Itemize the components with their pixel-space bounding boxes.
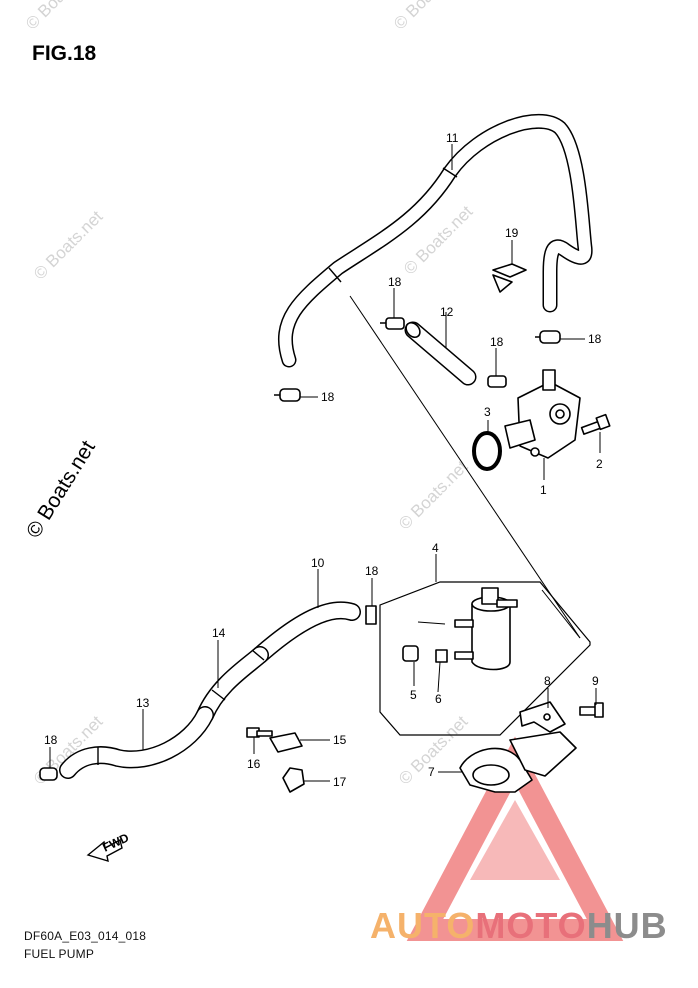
callout-18: 18: [44, 733, 58, 747]
callout-19: 19: [505, 226, 519, 240]
brand-part-auto: AUTO: [370, 905, 476, 946]
clamp-18: [39, 767, 58, 781]
clamp-18: [487, 375, 507, 388]
guide-line: [541, 589, 581, 639]
callout-15: 15: [333, 733, 347, 747]
brand-part-moto: MOTO: [475, 905, 587, 946]
clamp-18: [274, 388, 301, 402]
hose-12: [404, 321, 477, 386]
filter-holder-7: [459, 731, 577, 793]
hose-11: [277, 113, 593, 368]
callout-7: 7: [428, 765, 435, 779]
clip-17: [282, 767, 305, 793]
bolt-9: [579, 702, 604, 718]
callout-11: 11: [446, 131, 459, 145]
clip-15: [269, 732, 303, 753]
fwd-arrow-icon: FWD: [86, 830, 131, 863]
leader-lines: [49, 144, 601, 782]
figure-title: FIG.18: [32, 42, 97, 65]
callout-10: 10: [311, 556, 325, 570]
callout-18: 18: [388, 275, 402, 289]
clamp-18: [365, 605, 377, 625]
callout-6: 6: [435, 692, 442, 706]
figure-code: DF60A_E03_014_018: [24, 929, 147, 943]
fuel-pump-1: [504, 369, 581, 459]
bolt-2: [580, 413, 611, 435]
callout-1: 1: [540, 483, 547, 497]
clip-6: [435, 649, 448, 663]
bolt-16: [246, 727, 273, 738]
callout-12: 12: [440, 305, 454, 319]
callout-13: 13: [136, 696, 150, 710]
callout-9: 9: [592, 674, 599, 688]
bracket-8: [519, 701, 566, 733]
guide-line: [349, 295, 581, 639]
callout-14: 14: [212, 626, 226, 640]
callout-8: 8: [544, 674, 551, 688]
figure-caption: FUEL PUMP: [24, 947, 95, 961]
o-ring-3: [472, 431, 502, 471]
clamp-18: [380, 317, 405, 330]
callout-18: 18: [365, 564, 379, 578]
brand-wordmark: AUTOMOTOHUB: [370, 905, 668, 947]
callout-18: 18: [490, 335, 504, 349]
callout-5: 5: [410, 688, 417, 702]
callout-4: 4: [432, 541, 439, 555]
callout-2: 2: [596, 457, 603, 471]
callout-3: 3: [484, 405, 491, 419]
callout-18: 18: [321, 390, 335, 404]
hose-14: [196, 646, 269, 724]
hose-13: [59, 706, 214, 779]
fuel-filter: [454, 587, 518, 671]
clamp-18: [535, 330, 561, 344]
callout-16: 16: [247, 757, 261, 771]
cap-5: [402, 645, 419, 662]
callout-18: 18: [588, 332, 602, 346]
brand-triangle-logo: [406, 736, 624, 941]
callout-17: 17: [333, 775, 347, 789]
brand-part-hub: HUB: [586, 905, 668, 946]
clip-19: [492, 263, 527, 293]
hose-10: [251, 601, 361, 664]
filter-assembly-box: [379, 581, 591, 736]
